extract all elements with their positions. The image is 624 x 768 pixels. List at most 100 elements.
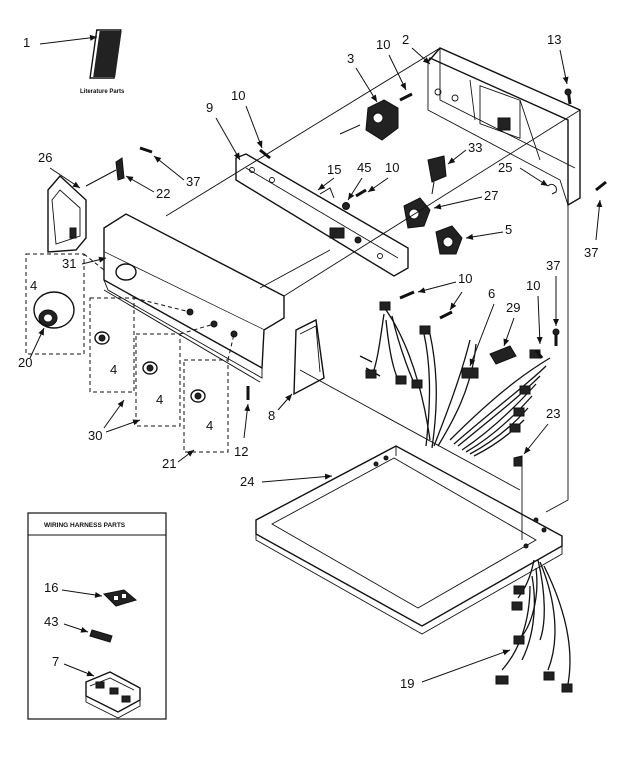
- leader-5: [465, 231, 504, 240]
- end-cap-26: [47, 174, 87, 253]
- screw-10d2: [439, 310, 453, 320]
- leader-27: [433, 196, 483, 210]
- leader-30b: [105, 419, 141, 433]
- callout-24: 24: [240, 474, 254, 489]
- screw-37-right: [595, 180, 607, 192]
- callout-10c: 10: [385, 160, 399, 175]
- callout-10d: 10: [458, 271, 472, 286]
- leader-6: [469, 303, 495, 367]
- wiring-harness-6: [359, 301, 551, 457]
- callout-7: 7: [52, 654, 59, 669]
- callout-10b: 10: [231, 88, 245, 103]
- leader-24: [261, 473, 333, 483]
- leader-13: [559, 49, 569, 85]
- callout-2: 2: [402, 32, 409, 47]
- callout-1: 1: [23, 35, 30, 50]
- screw: [399, 92, 413, 102]
- control-console-31: [103, 213, 285, 383]
- callout-3: 3: [347, 51, 354, 66]
- leader-43: [63, 623, 89, 633]
- callout-20: 20: [18, 355, 32, 370]
- harness-box-title: WIRING HARNESS PARTS: [44, 522, 126, 529]
- callout-4a: 4: [30, 278, 37, 293]
- callout-6: 6: [488, 286, 495, 301]
- leader-8: [277, 393, 293, 411]
- callout-45: 45: [357, 160, 371, 175]
- callout-21: 21: [162, 456, 176, 471]
- callout-12: 12: [234, 444, 248, 459]
- leader-33: [447, 149, 467, 165]
- leader-21: [177, 449, 195, 463]
- leader-31: [81, 256, 107, 265]
- callout-31: 31: [62, 256, 76, 271]
- knob-box-2: [135, 323, 215, 427]
- lower-harness-19: [495, 559, 573, 693]
- clip-29: [489, 345, 517, 365]
- leader-7: [63, 663, 95, 677]
- callout-22: 22: [156, 186, 170, 201]
- leader-22: [125, 175, 155, 193]
- callout-33: 33: [468, 140, 482, 155]
- leader-15: [317, 177, 335, 191]
- screw-10d: [399, 290, 415, 300]
- callout-30: 30: [88, 428, 102, 443]
- leader-26: [49, 167, 81, 189]
- clip-15: [319, 187, 335, 199]
- leader-1: [39, 34, 98, 45]
- leader-10d: [417, 281, 457, 294]
- rear-mounting-bracket: [427, 47, 581, 207]
- callout-23: 23: [546, 406, 560, 421]
- panel-8: [293, 318, 325, 396]
- leader-10a: [388, 54, 407, 91]
- callout-9: 9: [206, 100, 213, 115]
- callout-27: 27: [484, 188, 498, 203]
- clip-22: [115, 157, 125, 181]
- leader-23: [523, 423, 549, 455]
- callout-37c: 37: [546, 258, 560, 273]
- leader-10d2: [449, 291, 463, 311]
- leader-25: [519, 167, 549, 187]
- leader-16: [61, 589, 103, 598]
- screw-10c: [355, 188, 367, 198]
- leader-10b: [245, 105, 263, 149]
- screw-37-left: [139, 146, 153, 154]
- clip-25: [547, 183, 557, 195]
- splice-43: [89, 629, 113, 643]
- callout-10e: 10: [526, 278, 540, 293]
- callout-37b: 37: [186, 174, 200, 189]
- top-panel-24: [255, 445, 563, 635]
- leader-10e: [536, 295, 543, 345]
- timer-switch: [339, 99, 399, 141]
- leader-10c: [367, 177, 389, 193]
- leader-30a: [103, 399, 125, 429]
- part-5-relay: [435, 225, 463, 255]
- screw-37-mid: [552, 328, 560, 346]
- callout-13: 13: [547, 32, 561, 47]
- callout-4d: 4: [206, 418, 213, 433]
- callout-10a: 10: [376, 37, 390, 52]
- clip-23: [513, 455, 523, 467]
- literature-card: Literature Parts: [80, 29, 125, 95]
- leader-37b: [153, 155, 185, 181]
- callout-16: 16: [44, 580, 58, 595]
- callout-4b: 4: [110, 362, 117, 377]
- callout-37a: 37: [584, 245, 598, 260]
- callout-43: 43: [44, 614, 58, 629]
- leader-19: [421, 649, 511, 683]
- connector-16: [102, 589, 138, 607]
- leader-45: [347, 177, 363, 201]
- callout-25: 25: [498, 160, 512, 175]
- leader-29: [503, 317, 515, 347]
- control-mounting-bracket: [235, 153, 409, 277]
- knob-box-1: [89, 297, 191, 393]
- screw-10e: [534, 349, 544, 359]
- part-33-switch: [427, 155, 447, 195]
- knob-box-large: [25, 253, 105, 355]
- callout-8: 8: [268, 408, 275, 423]
- leader-12: [243, 403, 251, 439]
- part-27-relay: [403, 197, 431, 229]
- knob-box-3: [183, 333, 235, 453]
- callout-15: 15: [327, 162, 341, 177]
- callout-4c: 4: [156, 392, 163, 407]
